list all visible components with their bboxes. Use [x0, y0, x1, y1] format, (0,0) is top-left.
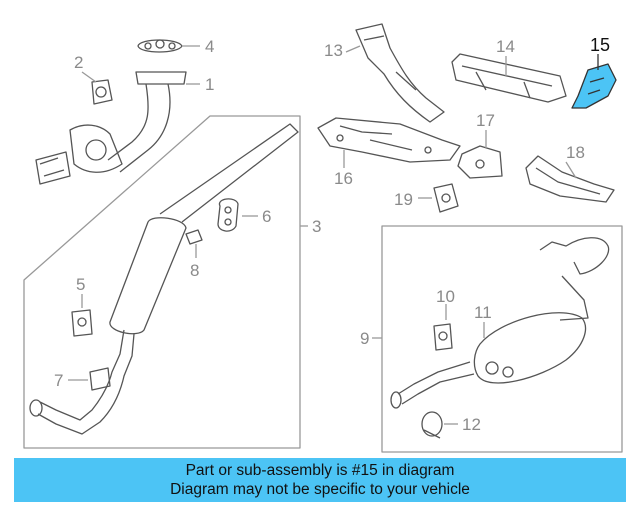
- part-17-bracket: [457, 145, 503, 179]
- callout-6: 6: [262, 207, 272, 226]
- part-12-clamp: [421, 411, 443, 439]
- part-14-heat-shield: [451, 53, 567, 103]
- callout-5: 5: [76, 275, 86, 294]
- callout-1: 1: [205, 75, 215, 94]
- part-13-heat-shield: [355, 23, 445, 123]
- group-frame-3: [23, 115, 301, 449]
- part-5-hanger: [71, 309, 93, 337]
- part-18-heat-shield: [525, 155, 615, 203]
- leader-2: [81, 71, 97, 83]
- callout-12: 12: [462, 415, 481, 434]
- banner-line-1: Part or sub-assembly is #15 in diagram: [185, 462, 455, 479]
- callout-19: 19: [394, 190, 413, 209]
- part-3-muffler-assembly: [29, 123, 299, 435]
- callout-9: 9: [360, 329, 370, 348]
- callout-18: 18: [566, 143, 585, 162]
- callout-13: 13: [324, 41, 343, 60]
- part-8-clamp: [185, 229, 203, 245]
- callout-2: 2: [74, 53, 84, 72]
- part-19-isolator: [433, 183, 459, 213]
- callout-3: 3: [312, 217, 322, 236]
- part-2-gasket: [91, 79, 113, 105]
- callout-16: 16: [334, 169, 353, 188]
- part-10-isolator: [433, 323, 453, 351]
- callout-8: 8: [190, 261, 200, 280]
- group-frame-9: [381, 225, 623, 453]
- part-6-hanger: [217, 198, 239, 232]
- callout-14: 14: [496, 37, 515, 56]
- part-16-heat-shield: [317, 117, 461, 163]
- callout-10: 10: [436, 287, 455, 306]
- callout-7: 7: [54, 371, 64, 390]
- leader-13: [345, 45, 361, 53]
- leader-18: [565, 161, 577, 179]
- callout-15: 15: [590, 35, 611, 55]
- part-15-heat-shield-highlighted: [571, 63, 617, 109]
- part-9-muffler-assembly: [390, 237, 610, 409]
- banner-line-2: Diagram may not be specific to your vehi…: [170, 481, 470, 498]
- callout-11: 11: [474, 303, 492, 322]
- info-banner: Part or sub-assembly is #15 in diagram D…: [14, 458, 626, 502]
- callout-4: 4: [205, 37, 215, 56]
- part-4-gasket: [137, 39, 183, 53]
- part-1-front-pipe: [35, 71, 187, 185]
- callout-17: 17: [476, 111, 495, 130]
